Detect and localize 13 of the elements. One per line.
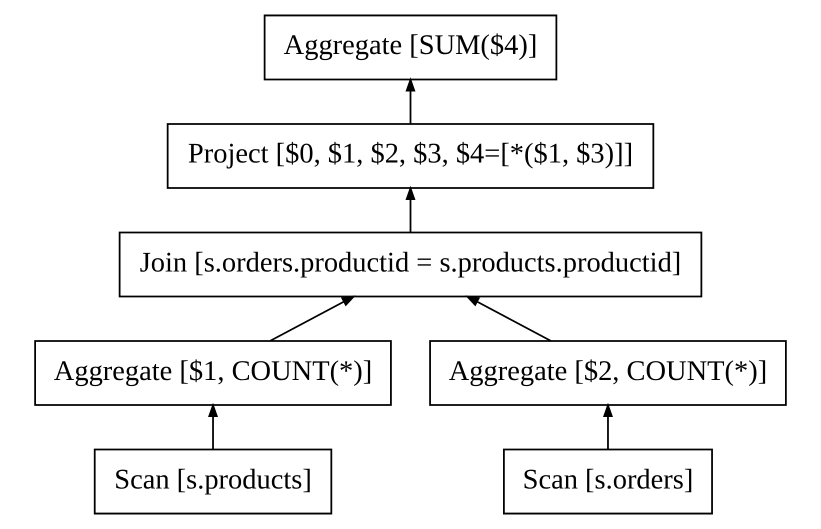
arrow	[602, 402, 613, 450]
node-box: Aggregate [SUM($4)]	[264, 14, 558, 80]
node-box: Scan [s.products]	[94, 448, 332, 514]
node-box: Scan [s.orders]	[503, 448, 713, 514]
arrow	[406, 77, 416, 124]
node-box: Aggregate [$2, COUNT(*)]	[429, 340, 787, 406]
arrow	[465, 295, 552, 342]
arrow	[208, 402, 218, 450]
node-box: Project [$0, $1, $2, $3, $4=[*($1, $3)]]	[166, 123, 654, 189]
node-box: Aggregate [$1, COUNT(*)]	[34, 340, 392, 406]
arrow	[406, 186, 416, 232]
arrow	[270, 295, 356, 342]
node-box: Join [s.orders.productid = s.products.productid]	[118, 232, 702, 298]
